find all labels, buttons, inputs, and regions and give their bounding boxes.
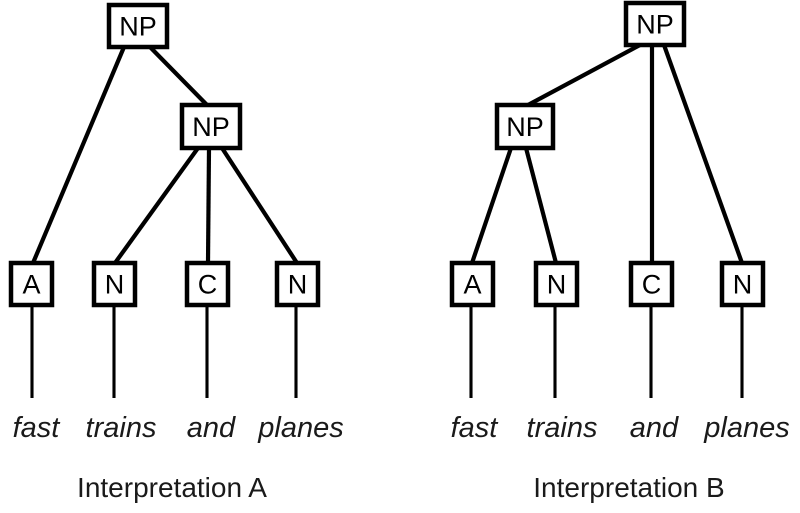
terminal-word-planes: planes [257, 412, 343, 444]
node-b-leaf-a: A [449, 260, 496, 308]
node-label-b-leaf-c: C [642, 270, 662, 300]
node-a-leaf-n2: N [274, 260, 321, 308]
tree-nodes: NP NP A N C N [449, 0, 766, 308]
node-a-leaf-a: A [8, 260, 55, 308]
node-label-a-leaf-c: C [198, 270, 218, 300]
tree-edge-a-inner-np-to-a-leaf-c [205, 147, 212, 264]
node-label-b-leaf-n1: N [547, 270, 567, 300]
node-b-leaf-n1: N [533, 260, 580, 308]
tree-edge-b-root-np-to-b-leaf-n2 [662, 44, 744, 264]
node-box-b-leaf-n2 [719, 260, 766, 308]
node-box-b-leaf-c [628, 260, 675, 308]
tree-edges [470, 43, 744, 264]
tree-edge-b-root-np-to-b-inner-np [527, 43, 641, 107]
node-box-b-inner-np [494, 102, 556, 151]
terminal-word-and: and [187, 412, 236, 444]
node-box-b-leaf-n1 [533, 260, 580, 308]
node-box-a-inner-np [179, 102, 243, 151]
node-box-a-leaf-n2 [274, 260, 321, 308]
node-a-leaf-n1: N [91, 260, 138, 308]
tree-nodes: NP NP A N C N [8, 2, 321, 308]
node-box-a-leaf-n1 [91, 260, 138, 308]
terminal-word-planes: planes [703, 412, 789, 444]
terminal-word-fast: fast [13, 412, 62, 444]
terminal-word-trains: trains [86, 412, 157, 444]
tree-edge-b-inner-np-to-b-leaf-a [470, 147, 513, 264]
caption-interpretation-b: Interpretation B [533, 472, 724, 503]
terminal-words: fast trains and planes [13, 412, 344, 444]
node-b-inner-np: NP [494, 102, 556, 151]
tree-edge-a-root-np-to-a-inner-np [148, 45, 209, 107]
tree-edge-a-root-np-to-a-leaf-a [31, 46, 126, 264]
node-label-a-inner-np: NP [192, 112, 230, 142]
node-box-b-root-np [623, 0, 687, 48]
leaf-stems [469, 305, 744, 398]
node-b-leaf-c: C [628, 260, 675, 308]
node-box-a-leaf-c [184, 260, 231, 308]
node-label-b-inner-np: NP [506, 112, 544, 142]
tree-edge-a-inner-np-to-a-leaf-n2 [220, 146, 299, 265]
terminal-word-and: and [630, 412, 679, 444]
tree-edges [31, 45, 299, 265]
terminal-words: fast trains and planes [451, 412, 790, 444]
terminal-word-fast: fast [451, 412, 500, 444]
node-box-b-leaf-a [449, 260, 496, 308]
node-label-b-leaf-a: A [463, 270, 481, 300]
node-label-b-root-np: NP [636, 10, 674, 40]
node-b-root-np: NP [623, 0, 687, 48]
tree-edge-a-inner-np-to-a-leaf-n1 [113, 146, 200, 265]
node-b-leaf-n2: N [719, 260, 766, 308]
node-box-a-root-np [106, 2, 170, 50]
leaf-stems [30, 305, 298, 398]
node-a-root-np: NP [106, 2, 170, 50]
node-label-a-leaf-n2: N [288, 270, 308, 300]
caption-interpretation-a: Interpretation A [77, 472, 267, 503]
node-a-leaf-c: C [184, 260, 231, 308]
node-label-a-leaf-a: A [22, 270, 40, 300]
node-label-a-leaf-n1: N [105, 270, 125, 300]
terminal-word-trains: trains [527, 412, 598, 444]
node-label-a-root-np: NP [119, 12, 157, 42]
node-label-b-leaf-n2: N [733, 270, 753, 300]
node-a-inner-np: NP [179, 102, 243, 151]
tree-edge-b-inner-np-to-b-leaf-n1 [523, 147, 559, 264]
node-box-a-leaf-a [8, 260, 55, 308]
